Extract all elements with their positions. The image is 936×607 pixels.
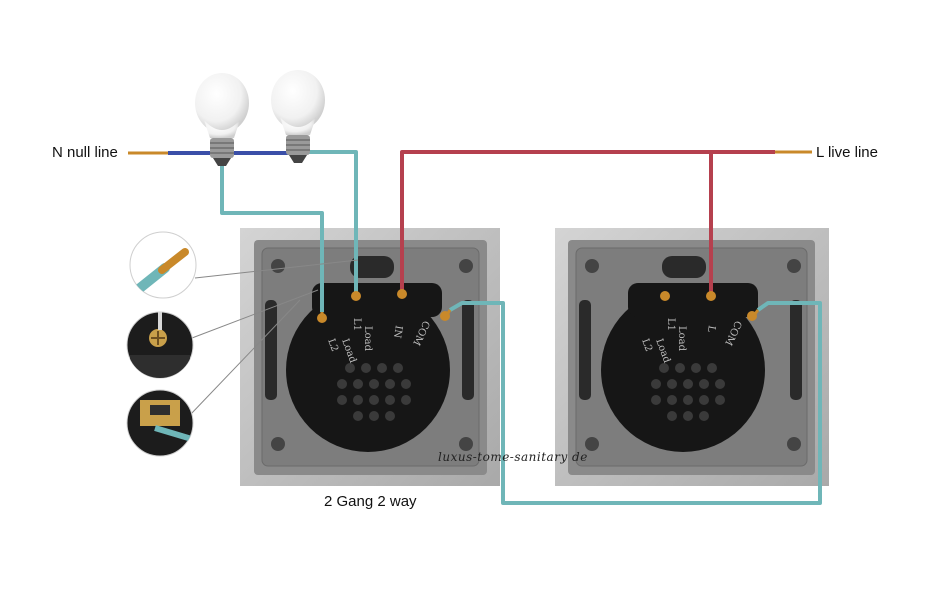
screw-terminal-icon [126, 311, 194, 379]
terminal-label-l2-1: L2 [325, 337, 340, 353]
terminal-label-l1-1: L1 [351, 318, 362, 331]
terminal-label-l2-2: L2 [639, 337, 654, 353]
terminal-label-in-1: IN [391, 324, 404, 339]
light-bulb-icon [271, 70, 325, 163]
watermark: luxus-tome-sanitary de [438, 450, 588, 464]
terminal-label-l-2: L [705, 324, 717, 333]
switch-2-grille [651, 363, 725, 421]
live-wire [400, 150, 775, 292]
wire-end-icon [129, 231, 197, 299]
light-bulb-icon [195, 73, 249, 166]
terminal-label-load-1b: Load [362, 326, 373, 352]
switch-1 [240, 228, 500, 486]
switched-wires [220, 150, 822, 505]
terminal-label-load-2b: Load [676, 326, 687, 352]
clip-terminal-icon [126, 389, 194, 457]
neutral-line-label: N null line [52, 144, 118, 161]
switch-1-grille [337, 363, 411, 421]
live-line-label: L live line [816, 144, 878, 161]
terminal-screws [317, 289, 757, 323]
diagram-caption: 2 Gang 2 way [324, 493, 417, 510]
terminal-label-l1-2: L1 [665, 318, 676, 331]
switch-2 [555, 228, 829, 486]
